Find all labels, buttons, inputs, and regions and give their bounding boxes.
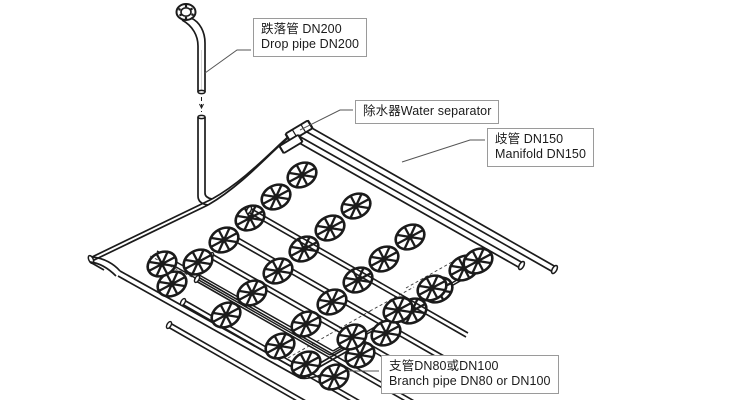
callout-manifold[interactable]: 歧管 DN150 Manifold DN150	[487, 128, 595, 167]
leader-lines	[204, 49, 485, 372]
callout-manifold-en: Manifold DN150	[495, 146, 587, 161]
leader-water-separator	[299, 109, 353, 131]
drop-pipe-assembly	[175, 3, 213, 206]
callout-drop-pipe[interactable]: 跌落管 DN200 Drop pipe DN200	[253, 18, 368, 57]
callout-branch-pipe-cn: 支管DN80或DN100	[389, 359, 499, 373]
manifold-pipe-inner	[293, 139, 521, 269]
leader-manifold	[401, 139, 485, 163]
callout-water-separator-cn: 除水器Water separator	[363, 104, 492, 118]
water-separator-fitting-secondary	[278, 134, 304, 154]
water-separator-fitting	[284, 119, 314, 143]
callout-manifold-cn: 歧管 DN150	[495, 132, 564, 146]
flange-icon	[175, 3, 197, 21]
stub-connectors	[149, 255, 453, 359]
branch-run	[245, 156, 484, 338]
manifold-pipe-outer	[299, 127, 554, 273]
drop-pipe-upper	[197, 43, 206, 95]
callout-drop-pipe-cn: 跌落管 DN200	[261, 22, 342, 36]
callout-drop-pipe-en: Drop pipe DN200	[261, 36, 360, 51]
alignment-break-line	[199, 97, 204, 112]
callout-branch-pipe[interactable]: 支管DN80或DN100 Branch pipe DN80 or DN100	[381, 355, 559, 394]
drop-pipe-elbow	[190, 17, 206, 44]
leader-drop-pipe	[204, 49, 251, 74]
drop-pipe-lower	[197, 114, 213, 206]
branch-run	[152, 265, 354, 400]
callout-water-separator[interactable]: 除水器Water separator	[355, 100, 500, 124]
callout-branch-pipe-en: Branch pipe DN80 or DN100	[389, 373, 551, 388]
